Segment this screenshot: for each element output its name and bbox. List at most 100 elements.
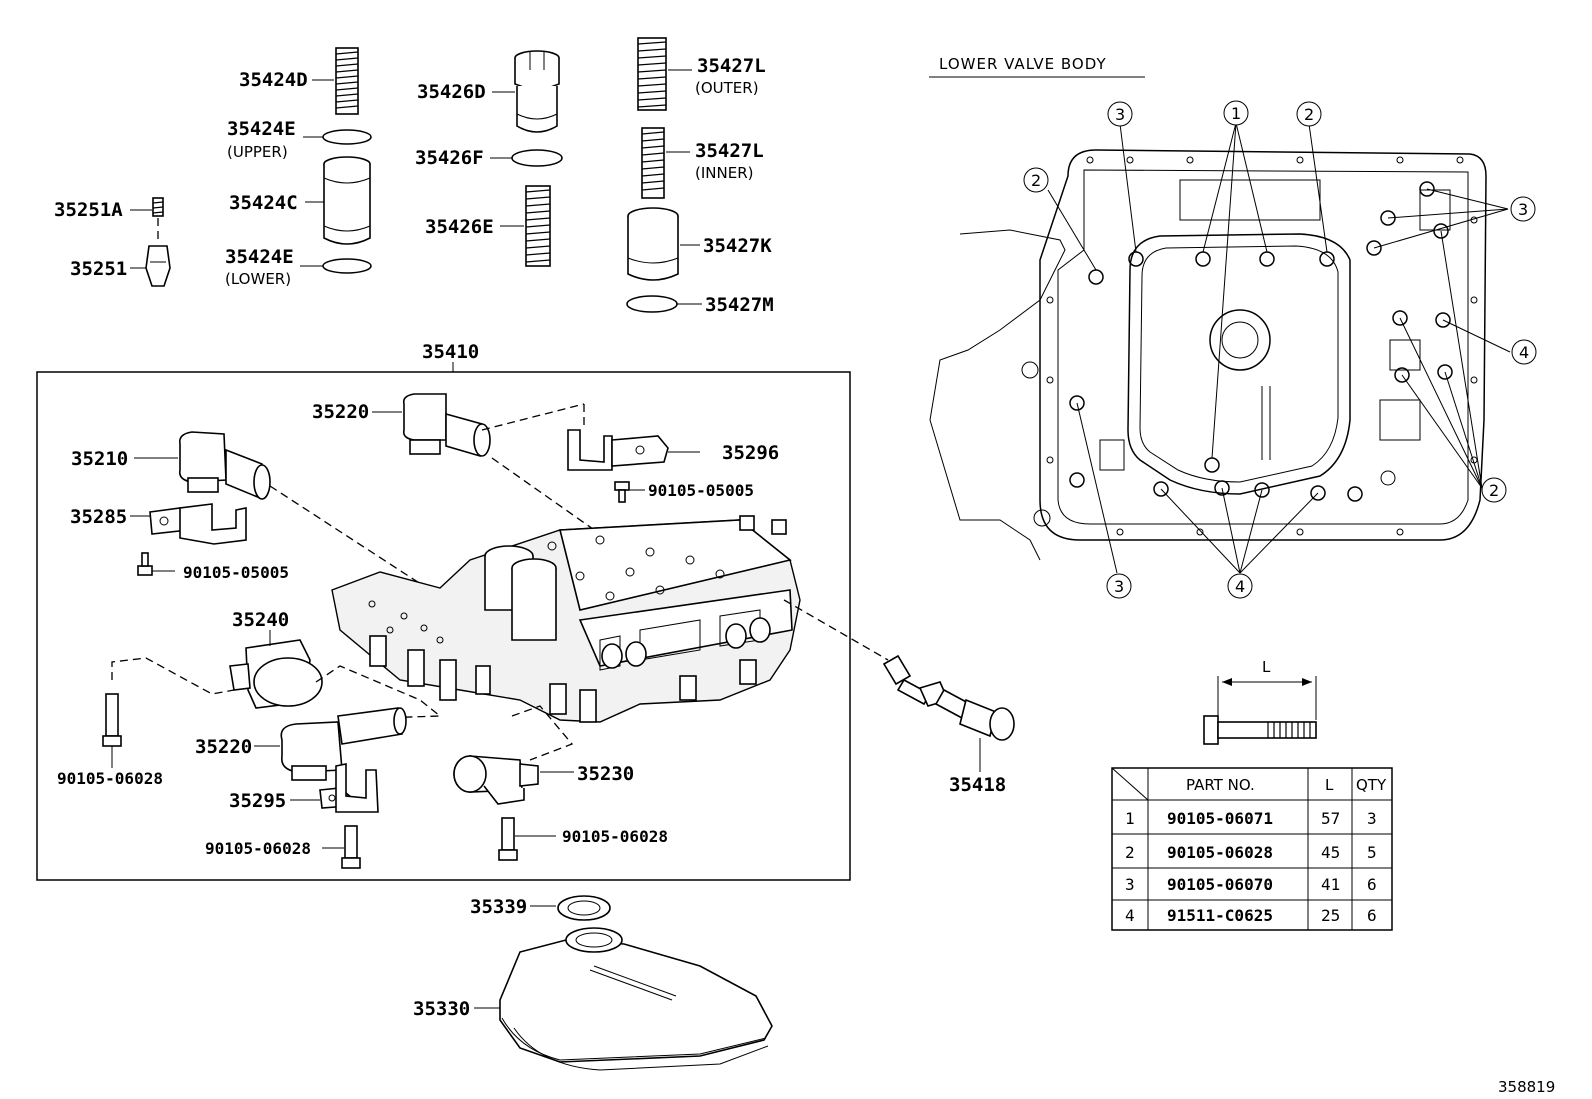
part-35295-bracket (319, 763, 379, 813)
callout-2-top: 2 (1296, 101, 1322, 127)
label-35220-bottom: 35220 (195, 736, 252, 758)
bolt-table (1111, 767, 1393, 931)
svg-text:3: 3 (1114, 577, 1124, 596)
table-row-4-key: 4 (1125, 906, 1135, 925)
part-35251A-spring (152, 197, 164, 217)
note-inner: (INNER) (695, 164, 753, 182)
part-35220-top-solenoid (402, 393, 491, 458)
table-row-2-part-no: 90105-06028 (1167, 843, 1273, 862)
table-row-4-part-no: 91511-C0625 (1167, 906, 1273, 925)
svg-text:2: 2 (1304, 105, 1314, 124)
part-35230-solenoid (453, 755, 539, 805)
label-35424D: 35424D (239, 69, 308, 91)
label-35210: 35210 (71, 448, 128, 470)
svg-text:1: 1 (1231, 104, 1241, 123)
table-row-3-key: 3 (1125, 875, 1135, 894)
label-90105-06028-right: 90105-06028 (562, 827, 668, 846)
bolt-90105-05005-lower (137, 552, 153, 576)
part-35426F-oring (511, 149, 563, 167)
label-35251: 35251 (70, 258, 127, 280)
bolt-length-diagram (1203, 676, 1317, 745)
label-35339: 35339 (470, 896, 527, 918)
part-35426E-spring (525, 185, 551, 267)
table-header-part-no: PART NO. (1186, 776, 1255, 794)
bolt-90105-06028-mid (341, 825, 361, 869)
svg-text:2: 2 (1031, 171, 1041, 190)
callout-3-top: 3 (1107, 101, 1133, 127)
svg-text:4: 4 (1519, 343, 1529, 362)
label-90105-06028-left: 90105-06028 (57, 769, 163, 788)
callout-2-left: 2 (1023, 167, 1049, 193)
label-35220-top: 35220 (312, 401, 369, 423)
table-row-1-length: 57 (1321, 809, 1340, 828)
table-header-length: L (1325, 776, 1334, 794)
label-35296: 35296 (722, 442, 779, 464)
table-row-4-length: 25 (1321, 906, 1340, 925)
callout-4-bottom: 4 (1227, 573, 1253, 599)
table-row-3-length: 41 (1321, 875, 1340, 894)
label-35240: 35240 (232, 609, 289, 631)
part-35330-oil-strainer (499, 927, 773, 1071)
table-row-1-key: 1 (1125, 809, 1135, 828)
part-35426D-valve (514, 50, 560, 133)
table-row-4-qty: 6 (1367, 906, 1377, 925)
label-35426E: 35426E (425, 216, 494, 238)
part-35296-bracket (567, 429, 669, 471)
label-35424C: 35424C (229, 192, 298, 214)
label-35410: 35410 (422, 341, 479, 363)
label-90105-05005-lower: 90105-05005 (183, 563, 289, 582)
bolt-90105-05005-upper (614, 481, 630, 503)
label-35427M: 35427M (705, 294, 774, 316)
label-35251A: 35251A (54, 199, 123, 221)
svg-text:3: 3 (1518, 200, 1528, 219)
section-title: LOWER VALVE BODY (939, 55, 1107, 73)
note-outer: (OUTER) (695, 79, 759, 97)
table-row-1-part-no: 90105-06071 (1167, 809, 1273, 828)
label-35424E-upper: 35424E (227, 118, 296, 140)
svg-text:4: 4 (1235, 577, 1245, 596)
label-35427L-outer: 35427L (697, 55, 766, 77)
svg-text:3: 3 (1115, 105, 1125, 124)
table-row-2-key: 2 (1125, 843, 1135, 862)
label-35330: 35330 (413, 998, 470, 1020)
part-35427M-oring (626, 295, 678, 313)
table-header-qty: QTY (1356, 776, 1387, 794)
part-35220-bottom-solenoid (280, 707, 407, 781)
part-35210-solenoid (178, 431, 271, 500)
part-35427L-outer-spring (637, 37, 667, 111)
callout-2-right: 2 (1481, 477, 1507, 503)
label-35285: 35285 (70, 506, 127, 528)
callout-1: 1 (1223, 100, 1249, 126)
part-35424E-upper-oring (322, 129, 372, 145)
label-35427L-inner: 35427L (695, 140, 764, 162)
callout-4-right: 4 (1511, 339, 1537, 365)
callout-3-right: 3 (1510, 196, 1536, 222)
bolt-90105-06028-left (102, 693, 122, 747)
part-35424E-lower-oring (322, 258, 372, 274)
part-35424D-spring (335, 47, 359, 115)
label-35426D: 35426D (417, 81, 486, 103)
table-row-1-qty: 3 (1367, 809, 1377, 828)
label-35424E-lower: 35424E (225, 246, 294, 268)
lower-valve-body-drawing (929, 122, 1511, 574)
callout-3-bottom: 3 (1106, 573, 1132, 599)
note-upper: (UPPER) (227, 143, 288, 161)
table-row-3-part-no: 90105-06070 (1167, 875, 1273, 894)
note-lower: (LOWER) (225, 270, 291, 288)
table-row-2-length: 45 (1321, 843, 1340, 862)
label-35426F: 35426F (415, 147, 484, 169)
label-90105-06028-mid: 90105-06028 (205, 839, 311, 858)
label-35230: 35230 (577, 763, 634, 785)
part-35251-check-ball (145, 245, 171, 287)
table-row-2-qty: 5 (1367, 843, 1377, 862)
svg-text:2: 2 (1489, 481, 1499, 500)
label-90105-05005-upper: 90105-05005 (648, 481, 754, 500)
part-35424C-sleeve (323, 156, 371, 245)
table-row-3-qty: 6 (1367, 875, 1377, 894)
dimension-label: L (1262, 658, 1271, 676)
figure-id: 358819 (1498, 1078, 1555, 1096)
label-35427K: 35427K (703, 235, 772, 257)
assembly-35410-frame (36, 371, 851, 881)
valve-body-assembly (331, 515, 801, 723)
